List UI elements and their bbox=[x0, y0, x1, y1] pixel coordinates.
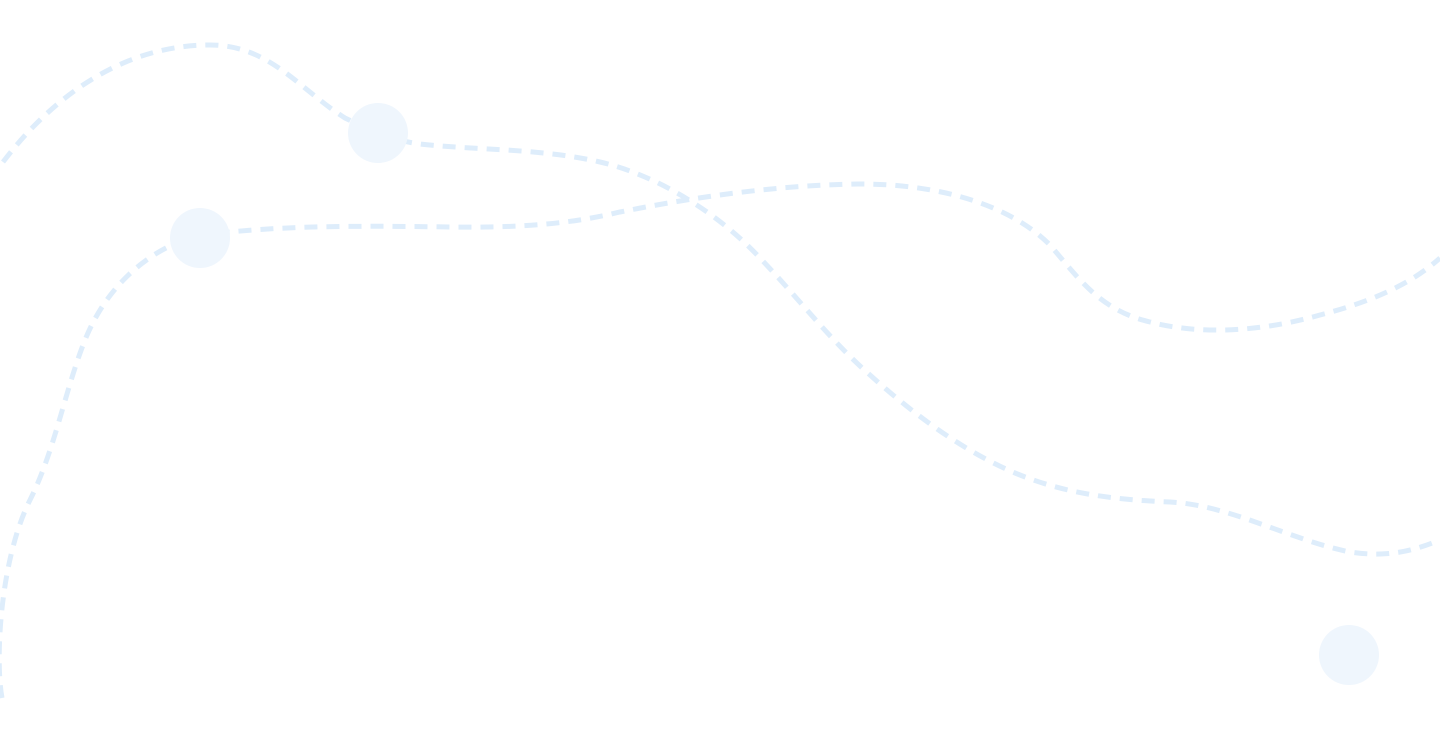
dashed-curve-top bbox=[1, 42, 1440, 557]
dashed-curve-middle bbox=[0, 181, 1440, 699]
node-circle-bottom-right bbox=[1319, 625, 1379, 685]
node-circle-top bbox=[348, 103, 408, 163]
node-circle-left bbox=[170, 208, 230, 268]
